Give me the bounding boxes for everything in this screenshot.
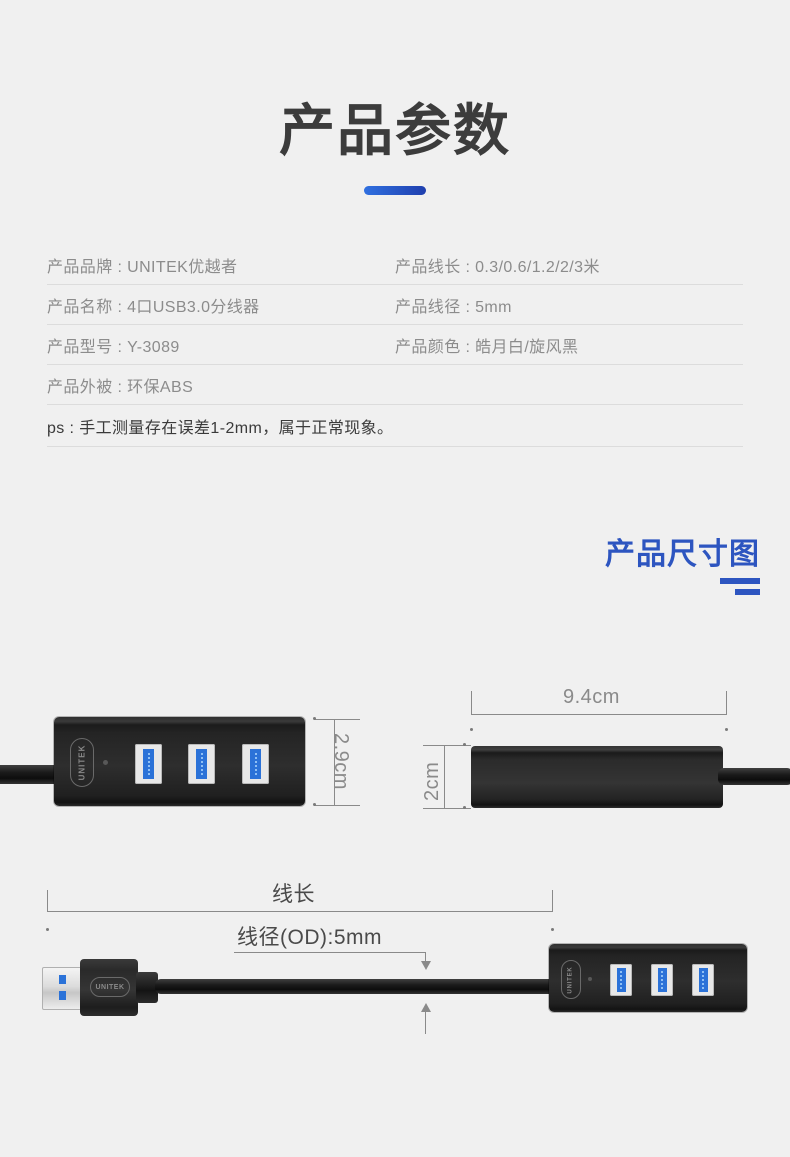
title-underline-bar bbox=[364, 185, 426, 195]
front-view-brand-logo: UNITEK bbox=[70, 738, 94, 787]
side-view-height-tick-top bbox=[423, 745, 471, 746]
cable-length-label: 线长 bbox=[272, 883, 315, 906]
side-view-width-dot-right bbox=[725, 728, 728, 731]
cable-view-usb-port-2-inner bbox=[657, 968, 667, 992]
spec-grid: 产品品牌 : UNITEK优越者 产品线长 : 0.3/0.6/1.2/2/3米… bbox=[47, 245, 743, 405]
cable-length-tick-left bbox=[47, 890, 48, 912]
side-view-height-tick-bottom bbox=[423, 808, 471, 809]
spec-row-material: 产品外被 : 环保ABS bbox=[47, 365, 395, 405]
front-view-usb-port-1 bbox=[135, 744, 162, 784]
spec-row-model: 产品型号 : Y-3089 bbox=[47, 325, 395, 365]
front-view-height-tick-top bbox=[314, 719, 360, 720]
front-view-height-dot-bottom bbox=[313, 803, 316, 806]
cable-view-usb-port-1-inner bbox=[616, 968, 626, 992]
dimension-section-header: 产品尺寸图 bbox=[605, 540, 760, 595]
cable-length-dot-left bbox=[46, 928, 49, 931]
front-view-height-tick-bottom bbox=[314, 805, 360, 806]
front-view-height-label: 2.9cm bbox=[330, 733, 352, 790]
front-view-led-indicator bbox=[103, 760, 108, 765]
spec-row-cable-diameter: 产品线径 : 5mm bbox=[395, 285, 743, 325]
spec-row-cable-length: 产品线长 : 0.3/0.6/1.2/2/3米 bbox=[395, 245, 743, 285]
page-header: 产品参数 bbox=[0, 100, 790, 195]
front-view-usb-port-1-inner bbox=[143, 749, 154, 779]
side-view-height-dot-bottom bbox=[463, 806, 466, 809]
side-view-body bbox=[471, 746, 723, 808]
spec-row-brand: 产品品牌 : UNITEK优越者 bbox=[47, 245, 395, 285]
spec-table: 产品品牌 : UNITEK优越者 产品线长 : 0.3/0.6/1.2/2/3米… bbox=[47, 245, 743, 447]
cable-view-usb-port-2 bbox=[651, 964, 673, 996]
usb-a-plug-brand-logo: UNITEK bbox=[90, 977, 130, 997]
front-view-height-line bbox=[334, 719, 335, 806]
cable-view-hub-brand-logo: UNITEK bbox=[561, 960, 581, 999]
front-view-usb-port-2 bbox=[188, 744, 215, 784]
front-view-height-dot-top bbox=[313, 717, 316, 720]
cable-diameter-leader-drop bbox=[425, 952, 426, 961]
spec-row-empty bbox=[395, 365, 743, 405]
side-view-width-line bbox=[471, 714, 726, 715]
side-view-width-tick-left bbox=[471, 691, 472, 715]
front-view-brand-logo-text: UNITEK bbox=[77, 744, 87, 781]
side-view-width-dot-left bbox=[470, 728, 473, 731]
page-title: 产品参数 bbox=[279, 99, 511, 162]
usb-a-plug-strain-relief bbox=[136, 972, 158, 1003]
usb-a-plug-brand-logo-text: UNITEK bbox=[95, 983, 125, 991]
dimension-underline-bar-long bbox=[720, 578, 760, 584]
front-view-usb-port-3-inner bbox=[250, 749, 261, 779]
front-view-usb-port-2-inner bbox=[196, 749, 207, 779]
usb-a-pin-bottom bbox=[59, 991, 66, 1000]
dimension-underline-bar-short bbox=[735, 589, 760, 595]
cable-diameter-leader-line bbox=[234, 952, 426, 953]
cable-diameter-arrow-down bbox=[421, 961, 431, 970]
side-view-height-dot-top bbox=[463, 743, 466, 746]
dimension-section-title: 产品尺寸图 bbox=[605, 538, 760, 571]
front-view-usb-port-3 bbox=[242, 744, 269, 784]
cable-view-usb-port-3-inner bbox=[698, 968, 708, 992]
front-view-cable bbox=[0, 765, 60, 784]
cable-view-hub-led-indicator bbox=[588, 977, 592, 981]
side-view-cable bbox=[718, 768, 790, 785]
side-view-height-label: 2cm bbox=[421, 761, 443, 801]
spec-note: ps : 手工测量存在误差1-2mm，属于正常现象。 bbox=[47, 405, 743, 447]
cable-diameter-arrow-up bbox=[421, 1003, 431, 1012]
front-view-hub-body: UNITEK bbox=[54, 717, 305, 806]
cable-view-usb-port-1 bbox=[610, 964, 632, 996]
cable-length-line bbox=[47, 911, 552, 912]
cable-view-hub-body: UNITEK bbox=[549, 944, 747, 1012]
cable-view-cable bbox=[155, 979, 555, 994]
side-view-height-line bbox=[444, 745, 445, 809]
spec-row-color: 产品颜色 : 皓月白/旋风黑 bbox=[395, 325, 743, 365]
usb-a-pin-top bbox=[59, 975, 66, 984]
side-view-width-label: 9.4cm bbox=[563, 686, 620, 708]
spec-row-name: 产品名称 : 4口USB3.0分线器 bbox=[47, 285, 395, 325]
cable-view-hub-brand-logo-text: UNITEK bbox=[568, 965, 575, 994]
cable-diameter-label: 线径(OD):5mm bbox=[237, 926, 382, 949]
side-view-width-tick-right bbox=[726, 691, 727, 715]
cable-view-usb-port-3 bbox=[692, 964, 714, 996]
cable-length-tick-right bbox=[552, 890, 553, 912]
cable-diameter-lower-stem bbox=[425, 1012, 426, 1034]
cable-length-dot-right bbox=[551, 928, 554, 931]
usb-a-plug-housing: UNITEK bbox=[80, 959, 138, 1016]
dimension-underline-bars bbox=[605, 578, 760, 595]
